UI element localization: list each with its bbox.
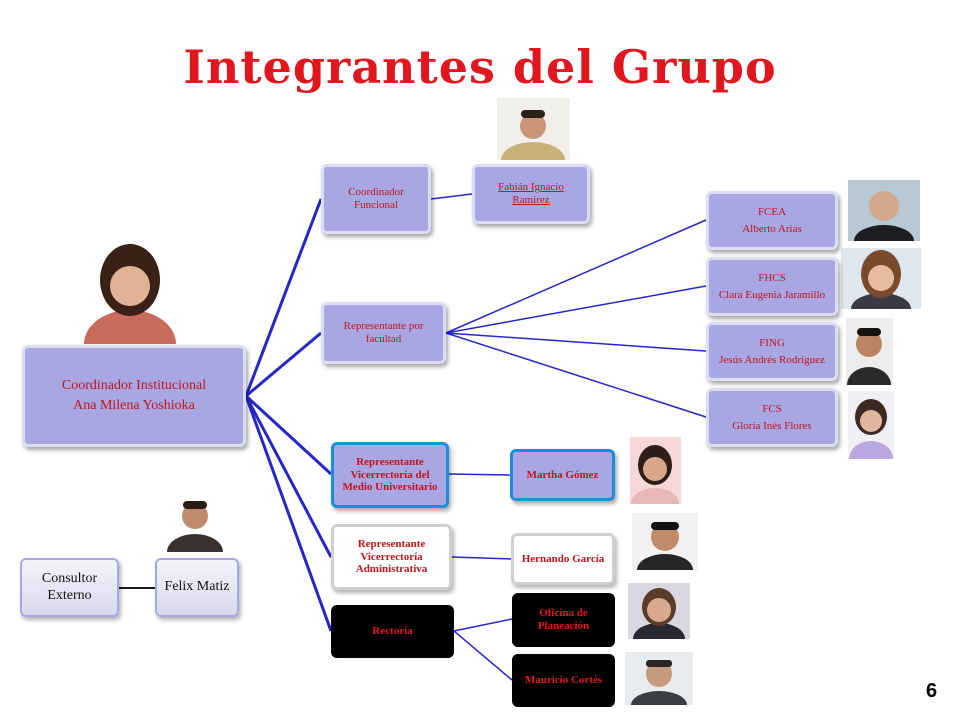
person-photo-icon <box>848 391 894 459</box>
person-photo-icon <box>848 180 920 241</box>
person-name: Oficina de Planeación <box>537 607 590 632</box>
connector-facultad-fing <box>445 332 707 352</box>
photo-martha-gomez <box>630 437 681 504</box>
person-photo-icon <box>846 318 893 385</box>
box-rectoria: Rectoría <box>331 605 454 658</box>
box-vicerrectoria-medio: Representante Vicerrectoría del Medio Un… <box>331 442 449 508</box>
connector-admin-hernando <box>451 556 512 560</box>
box-fcea: FCEA Alberto Arias <box>706 191 838 250</box>
person-name: Mauricio Cortés <box>524 674 603 687</box>
faculty-label: FCEA <box>757 205 787 218</box>
connector-institucional-rectoria <box>244 395 333 632</box>
photo-clara-eugenia <box>841 248 921 309</box>
connector-facultad-fcs <box>445 332 707 418</box>
box-representante-facultad: Representante por facultad <box>321 302 446 364</box>
box-oficina-planeacion: Oficina de Planeación <box>512 593 615 647</box>
photo-fabian <box>497 98 570 160</box>
box-fcs: FCS Gloria Inés Flores <box>706 388 838 447</box>
person-name-link[interactable]: Fabián Ignacio Ramírez <box>498 181 564 206</box>
person-name: Ana Milena Yoshioka <box>73 398 195 413</box>
person-name: Felix Matiz <box>164 579 230 595</box>
page-number: 6 <box>926 680 938 702</box>
faculty-label: FCS <box>762 402 782 415</box>
person-name: Hernando García <box>521 552 605 565</box>
person-photo-icon <box>628 583 690 639</box>
role-label: Consultor Externo <box>41 571 98 603</box>
faculty-label: FING <box>759 336 785 349</box>
photo-alberto-arias <box>848 180 920 241</box>
box-fhcs: FHCS Clara Eugenia Jaramillo <box>706 257 838 316</box>
person-name: Gloria Inés Flores <box>732 419 812 432</box>
photo-jesus-andres <box>846 318 893 385</box>
connector-facultad-fhcs <box>445 285 707 334</box>
photo-mauricio-cortes <box>625 652 693 705</box>
faculty-label: FHCS <box>758 271 786 284</box>
person-photo-icon <box>497 98 570 160</box>
role-label: Representante Vicerrectoría del Medio Un… <box>342 456 438 494</box>
photo-ana-milena <box>84 228 176 344</box>
person-name: Alberto Arias <box>742 222 802 235</box>
photo-felix-matiz <box>165 490 225 552</box>
connector-institucional-facultad <box>245 331 322 398</box>
box-vicerrectoria-administrativa: Representante Vicerrectoría Administrati… <box>331 524 452 590</box>
role-label: Representante Vicerrectoría Administrati… <box>355 538 428 576</box>
role-label: Coordinador Institucional <box>61 377 207 393</box>
box-hernando-garcia: Hernando García <box>511 533 615 585</box>
person-photo-icon <box>630 437 681 504</box>
person-photo-icon <box>165 490 225 552</box>
box-fabian-ramirez[interactable]: Fabián Ignacio Ramírez <box>472 164 590 224</box>
box-mauricio-cortes: Mauricio Cortés <box>512 654 615 707</box>
person-name: Jesús Andrés Rodríguez <box>719 353 825 366</box>
photo-gloria-ines <box>848 391 894 459</box>
connector-medio-martha <box>448 473 511 476</box>
role-label: Representante por facultad <box>343 320 424 345</box>
box-martha-gomez: Martha Gómez <box>510 449 615 501</box>
box-coordinador-funcional: Coordinador Funcional <box>321 164 431 234</box>
slide-title: Integrantes del Grupo <box>183 40 777 94</box>
person-photo-icon <box>84 228 176 344</box>
connector-facultad-fcea <box>445 219 707 334</box>
connector-funcional-fabian <box>430 193 473 200</box>
person-photo-icon <box>625 652 693 705</box>
connector-institucional-funcional <box>244 198 323 397</box>
connector-rectoria-oficina <box>453 618 513 632</box>
person-photo-icon <box>841 248 921 309</box>
connector-institucional-medio <box>244 394 333 476</box>
role-label: Rectoría <box>372 625 413 638</box>
box-felix-matiz: Felix Matiz <box>155 558 239 617</box>
person-photo-icon <box>632 513 698 570</box>
box-coordinador-institucional: Coordinador Institucional Ana Milena Yos… <box>22 345 246 447</box>
connector-rectoria-mauricio <box>453 630 513 681</box>
role-label: Coordinador Funcional <box>348 186 404 211</box>
box-fing: FING Jesús Andrés Rodríguez <box>706 322 838 381</box>
person-name: Martha Gómez <box>526 468 599 481</box>
connector-institucional-admin <box>244 395 333 558</box>
photo-hernando-garcia <box>632 513 698 570</box>
photo-oficina-planeacion <box>628 583 690 639</box>
box-consultor-externo: Consultor Externo <box>20 558 119 617</box>
person-name: Clara Eugenia Jaramillo <box>718 288 826 301</box>
